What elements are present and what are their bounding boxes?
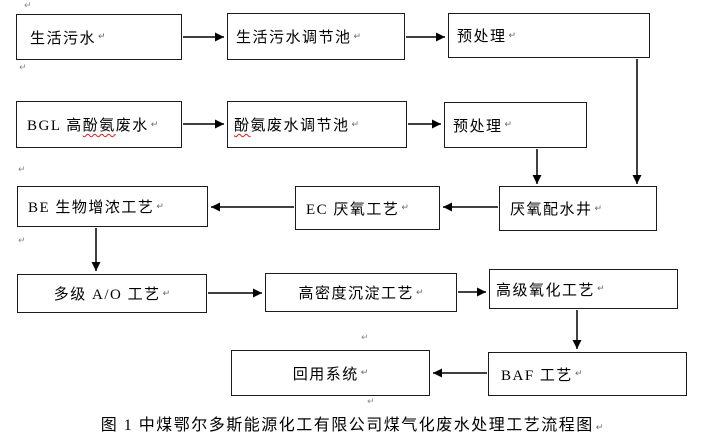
figure-caption: 图 1 中煤鄂尔多斯能源化工有限公司煤气化废水处理工艺流程图↵: [0, 411, 704, 435]
paragraph-return-mark: ↵: [162, 288, 171, 299]
paragraph-return-mark: ↵: [504, 120, 513, 130]
paragraph-return-mark: ↵: [351, 119, 360, 130]
flow-box-ec-process: EC 厌氧工艺↵: [295, 186, 440, 230]
paragraph-mark: ↵: [18, 165, 26, 175]
paragraph-return-mark: ↵: [353, 31, 362, 42]
flow-box-be-process: BE 生物增浓工艺↵: [17, 186, 208, 227]
paragraph-return-mark: ↵: [415, 287, 424, 298]
paragraph-return-mark: ↵: [401, 203, 409, 213]
paragraph-return-mark: ↵: [574, 369, 583, 379]
flow-box-label: BE 生物增浓工艺: [28, 200, 155, 216]
flow-box-label-prefix: BGL 高: [27, 118, 83, 134]
paragraph-mark: ↵: [18, 236, 26, 246]
flow-box-label: 预处理: [453, 118, 503, 135]
flow-box-baf-process: BAF 工艺↵: [488, 352, 687, 396]
paragraph-mark: ↵: [24, 1, 32, 11]
flow-box-label: 生活污水调节池: [236, 30, 352, 46]
paragraph-mark: ↵: [19, 63, 27, 73]
flow-box-label: EC 厌氧工艺: [306, 201, 400, 218]
paragraph-mark: ↵: [367, 397, 375, 407]
flow-box-domestic-sewage: 生活污水↵: [16, 14, 182, 60]
flow-box-label: 多级 A/O 工艺: [53, 287, 161, 303]
flow-box-multistage-ao: 多级 A/O 工艺↵: [17, 274, 207, 313]
figure-caption-text: 图 1 中煤鄂尔多斯能源化工有限公司煤气化废水处理工艺流程图: [100, 417, 594, 434]
flow-box-pretreatment-phenol: 预处理↵: [444, 102, 587, 148]
paragraph-mark: ↵: [361, 333, 369, 343]
paragraph-return-mark: ↵: [508, 30, 517, 41]
flow-box-phenol-regulating-tank: 酚氨废水调节池↵: [227, 101, 407, 148]
flow-box-label: BAF 工艺: [501, 367, 573, 384]
flow-box-label: 高密度沉淀工艺: [298, 286, 414, 302]
paragraph-return-mark: ↵: [156, 201, 164, 212]
flow-box-anaerobic-well: 厌氧配水井↵: [499, 186, 657, 231]
paragraph-return-mark: ↵: [360, 368, 369, 378]
flow-box-high-density-sedimentation: 高密度沉淀工艺↵: [265, 273, 457, 312]
flow-box-bgl-wastewater: BGL 高酚氨废水↵: [16, 101, 182, 148]
flow-box-label: 生活污水: [30, 30, 97, 47]
flow-box-label: 预处理: [457, 29, 507, 45]
paragraph-return-mark: ↵: [595, 423, 604, 433]
paragraph-return-mark: ↵: [150, 119, 159, 130]
flow-box-label: 回用系统: [292, 366, 359, 383]
spellcheck-underlined-text: 酚: [234, 118, 251, 134]
flow-box-label-suffix: 氨废水调节池: [250, 118, 350, 134]
flow-box-pretreatment-domestic: 预处理↵: [448, 13, 650, 58]
flow-box-advanced-oxidation: 高级氧化工艺↵: [489, 269, 678, 309]
flow-box-domestic-regulating-tank: 生活污水调节池↵: [227, 13, 405, 60]
paragraph-return-mark: ↵: [594, 203, 603, 214]
flow-box-label: 高级氧化工艺: [496, 282, 596, 299]
paragraph-return-mark: ↵: [98, 32, 106, 42]
paragraph-return-mark: ↵: [597, 284, 605, 294]
flow-box-label-suffix: 废水: [115, 118, 149, 134]
spellcheck-underlined-text: 酚氨: [82, 118, 116, 134]
flow-box-reuse-system: 回用系统↵: [231, 350, 430, 396]
flow-box-label: 厌氧配水井: [510, 202, 593, 218]
